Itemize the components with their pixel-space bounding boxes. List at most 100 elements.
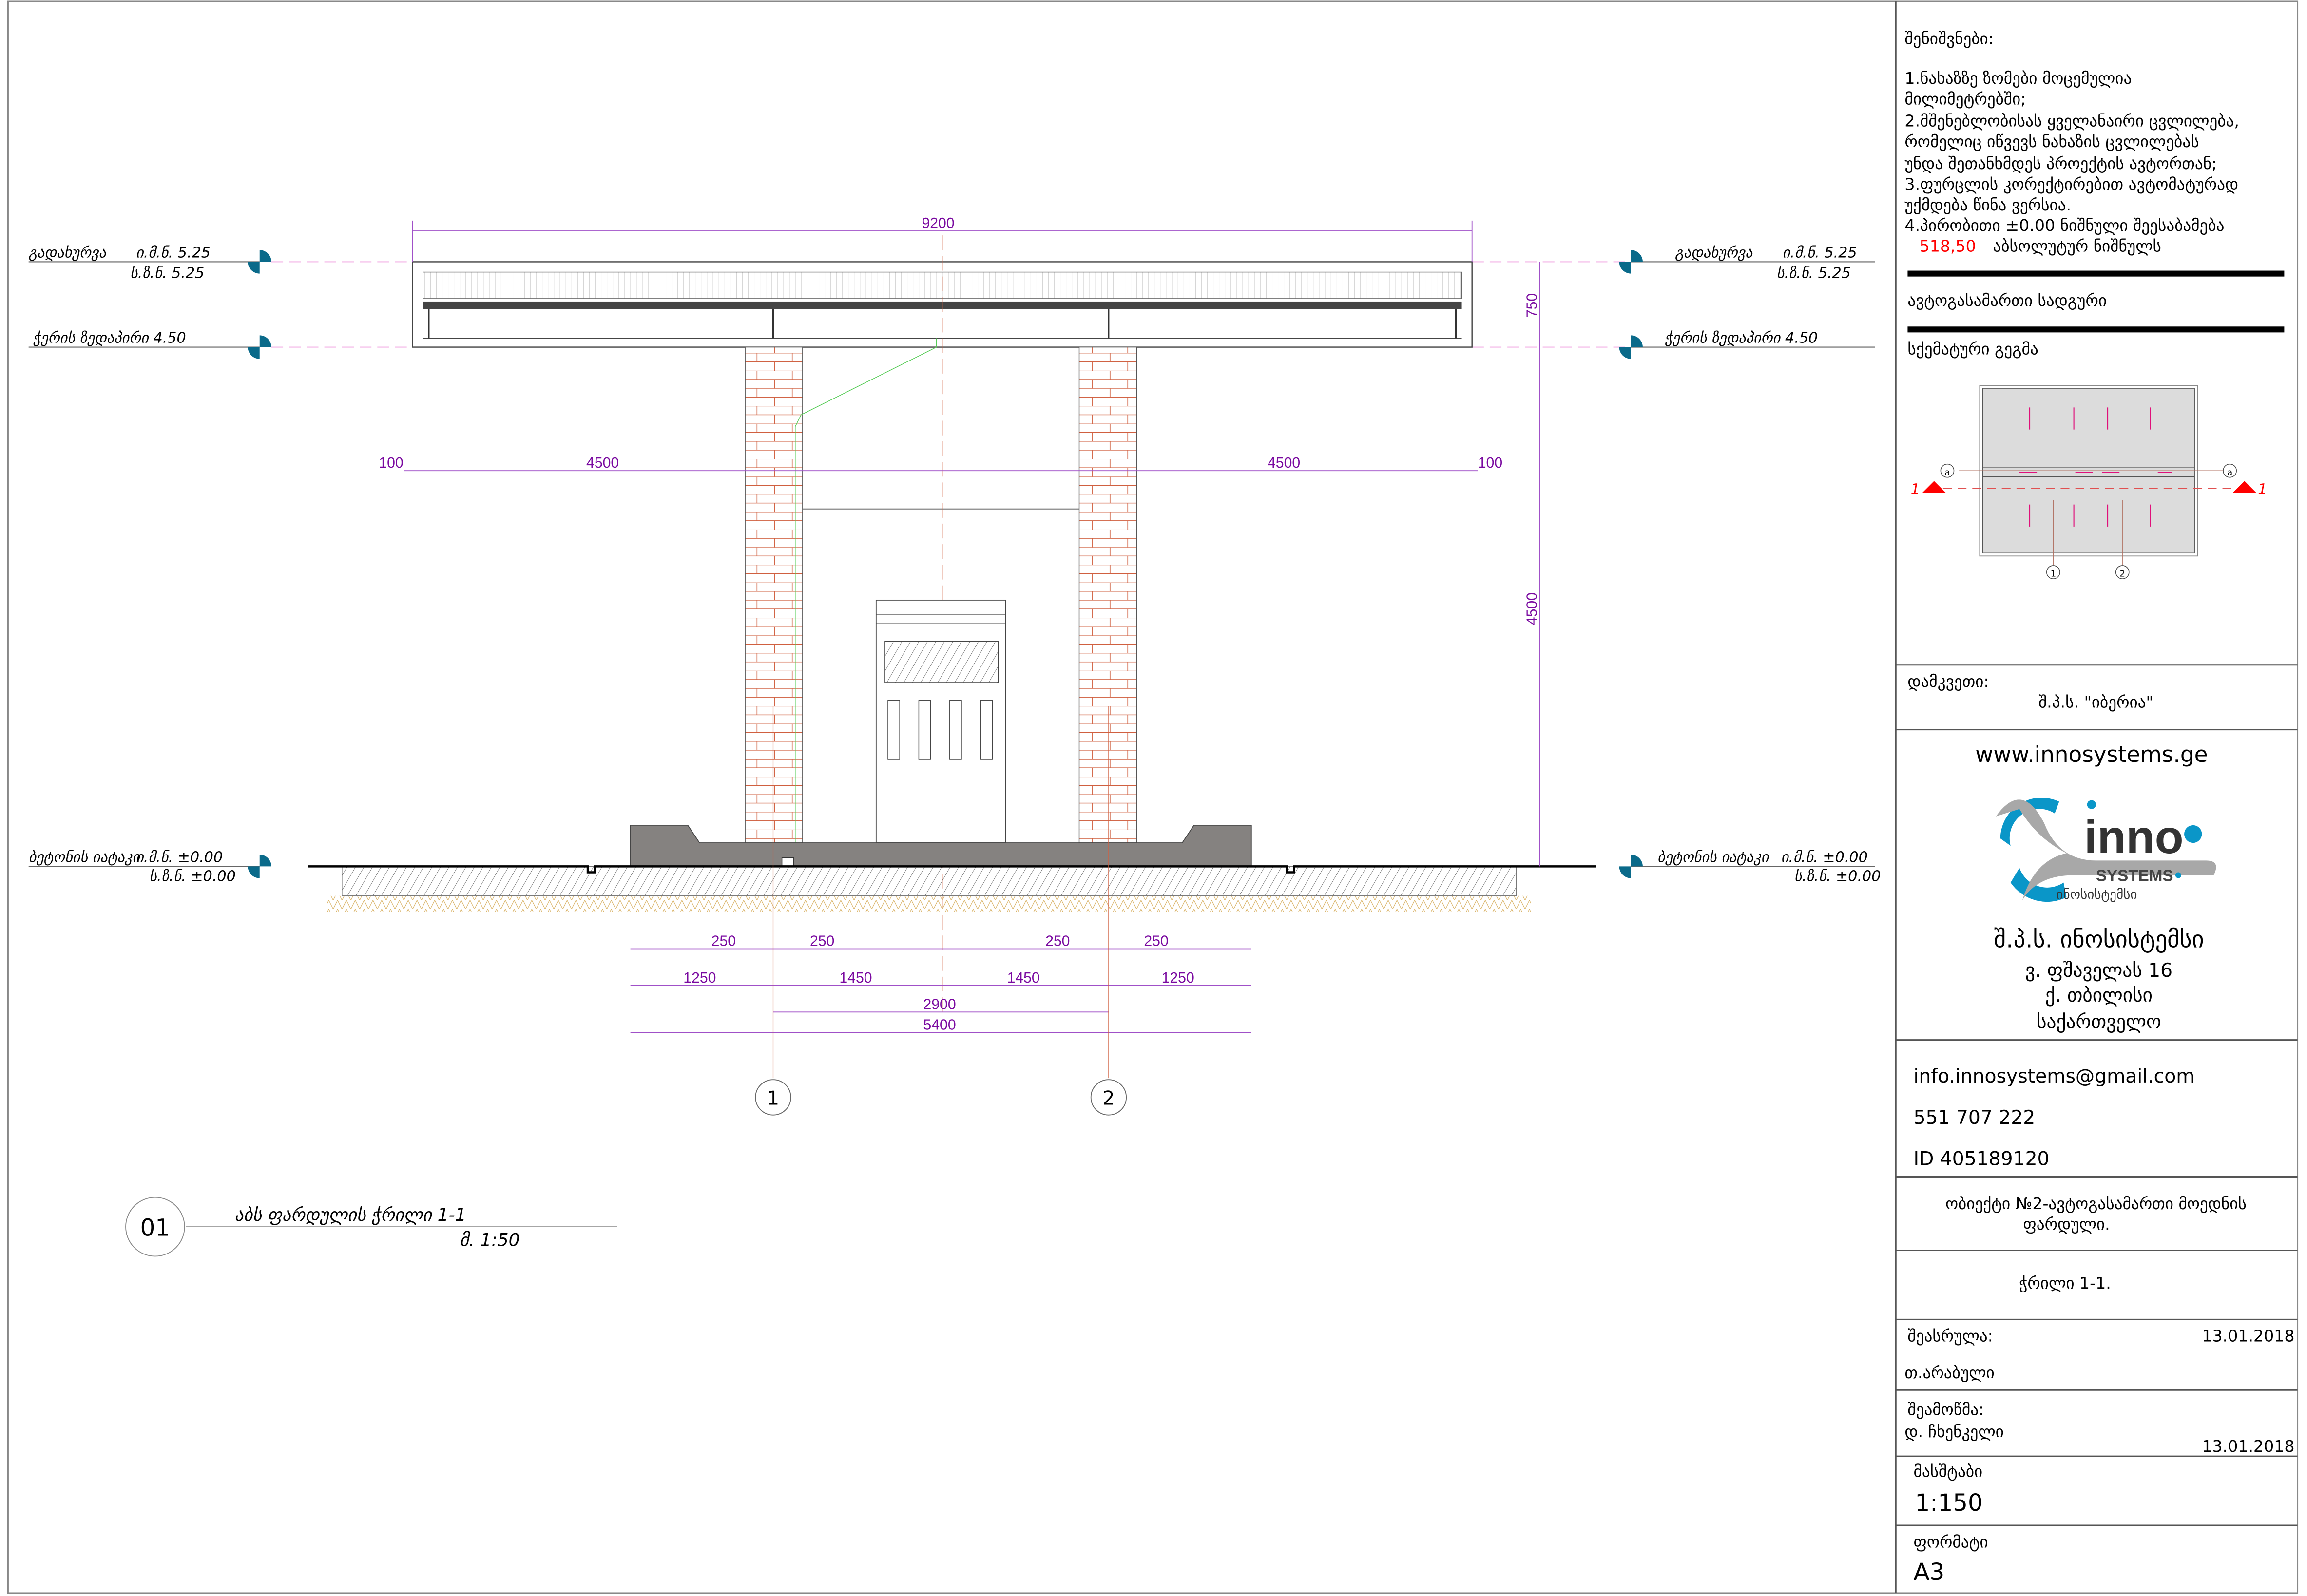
fuel-dispenser [875, 599, 1006, 843]
level-ceiling: ჭერის ზედაპირი 4.50 [33, 330, 186, 347]
object-line-1: ობიექტი №2-ავტოგასამართი მოედნის [1945, 1194, 2247, 1213]
section-arrow-right-icon [2232, 481, 2257, 493]
executed-name: თ.არაბული [1904, 1363, 1994, 1382]
drawing-number-bubble [125, 1197, 185, 1257]
company-street: ვ. ფშაველას 16 [2025, 960, 2172, 982]
company-city: ქ. თბილისი [2045, 985, 2153, 1007]
grid-axis-lines [772, 706, 1109, 1079]
checked-date: 13.01.2018 [2202, 1437, 2294, 1456]
level-floor-rel-right: ს.ზ.ნ. ±0.00 [1794, 868, 1881, 885]
company-email[interactable]: info.innosystems@gmail.com [1913, 1065, 2194, 1087]
dim-span-left: 4500 [586, 455, 619, 471]
dim-roof-depth: 750 [1524, 293, 1540, 318]
dim-mid-left: 1450 [839, 970, 872, 986]
sheet-border [7, 0, 2299, 1594]
note-abs-value: 518,50 [1920, 236, 1976, 255]
dim-edge-left: 100 [379, 455, 403, 471]
soil-layer [327, 895, 1531, 912]
project-name: ავტოგასამართი სადგური [1907, 291, 2107, 310]
sheet-title: ჭრილი 1-1. [2019, 1273, 2111, 1292]
format-label: ფორმატი [1913, 1532, 1988, 1551]
object-line-2: ფარდული. [2023, 1215, 2110, 1234]
notes-section: შენიშვნები: 1.ნახაზზე ზომები მოცემულია მ… [1904, 29, 2239, 256]
company-id: ID 405189120 [1913, 1148, 2049, 1170]
drawing-number: 01 [140, 1214, 170, 1241]
axis-label-2: 2 [1102, 1088, 1115, 1110]
key-axis-a-left: a [1944, 467, 1950, 477]
note-line: 3.ფურცლის კორექტირებით ავტომატურად [1904, 174, 2238, 193]
level-roof-abs-right: ი.მ.ნ. 5.25 [1783, 244, 1857, 261]
key-plan: a a 1 1 1 2 [1910, 385, 2267, 579]
dim-col-d: 250 [1144, 933, 1168, 949]
level-floor-name: ბეტონის იატაკი [29, 849, 141, 866]
level-floor-rel: ს.ზ.ნ. ±0.00 [149, 868, 236, 885]
note-line: უნდა შეთანხმდეს პროექტის ავტორთან; [1904, 154, 2217, 173]
format-value: A3 [1913, 1558, 1944, 1586]
drawing-title-name: აბს ფარდულის ჭრილი 1-1 [234, 1204, 466, 1225]
note-line: 2.მშენებლობისას ყველანაირი ცვლილება, [1904, 112, 2239, 131]
level-ceiling-right: ჭერის ზედაპირი 4.50 [1664, 330, 1818, 347]
level-roof-rel: ს.ზ.ნ. 5.25 [130, 265, 204, 282]
level-roof-abs: ი.მ.ნ. 5.25 [136, 244, 211, 261]
note-line: 4.პირობითი ±0.00 ნიშნული შეესაბამება [1904, 216, 2224, 235]
dim-col-a: 250 [711, 933, 736, 949]
drain-outlet [781, 857, 794, 867]
executed-date: 13.01.2018 [2202, 1327, 2294, 1346]
thick-divider [1907, 270, 2285, 277]
level-leader-lines [28, 261, 1875, 867]
executed-label: შეასრულა: [1907, 1327, 1993, 1346]
axis-label-1: 1 [767, 1088, 779, 1110]
logo-word: inno [2084, 811, 2184, 863]
scale-label: მასშტაბი [1913, 1462, 1982, 1481]
logo-sub: SYSTEMS [2096, 867, 2173, 885]
note-line: მილიმეტრებში; [1904, 89, 2026, 108]
checked-label: შეამოწმა: [1907, 1400, 1984, 1419]
dimension-lines [404, 220, 1540, 1033]
notes-heading: შენიშვნები: [1904, 29, 1994, 48]
level-floor-abs: ი.მ.ნ. ±0.00 [136, 849, 223, 866]
note-line: 1.ნახაზზე ზომები მოცემულია [1904, 69, 2132, 88]
dim-base-left: 1250 [683, 970, 716, 986]
level-floor-abs-right: ი.მ.ნ. ±0.00 [1781, 849, 1868, 866]
dim-base-total: 5400 [923, 1017, 956, 1033]
ground-line [308, 865, 1596, 874]
key-axis-a-right: a [2227, 467, 2232, 477]
key-axis-1: 1 [2051, 569, 2057, 579]
drain-pipe [795, 338, 937, 843]
level-roof-rel-right: ს.ზ.ნ. 5.25 [1777, 265, 1851, 282]
level-floor-name-right: ბეტონის იატაკი [1657, 849, 1770, 866]
company-name: შ.პ.ს. ინოსისტემსი [1994, 926, 2204, 953]
level-roof-name: გადახურვა [29, 244, 107, 261]
company-website[interactable]: www.innosystems.ge [1975, 741, 2208, 767]
level-marker-icons [248, 250, 1643, 878]
dim-mid-right: 1450 [1007, 970, 1040, 986]
dim-span-right: 4500 [1268, 455, 1300, 471]
section-mark-right: 1 [2258, 481, 2267, 498]
note-line: რომელიც იწვევს ნახაზის ცვლილებას [1904, 132, 2199, 151]
dim-col-b: 250 [810, 933, 834, 949]
scale-value: 1:150 [1915, 1489, 1983, 1517]
axis-bubble-1 [755, 1079, 791, 1116]
section-arrow-left-icon [1922, 481, 1946, 493]
dim-base-right: 1250 [1162, 970, 1194, 986]
dim-height: 4500 [1524, 592, 1540, 625]
thick-divider [1907, 326, 2285, 333]
level-roof-name-right: გადახურვა [1675, 244, 1753, 261]
logo-geo: ინოსისტემსი [2056, 887, 2137, 902]
dim-edge-right: 100 [1478, 455, 1502, 471]
key-axis-2: 2 [2119, 569, 2125, 579]
company-country: საქართველო [2037, 1011, 2161, 1033]
client-label: დამკვეთი: [1907, 672, 1989, 691]
note-abs-text: აბსოლუტურ ნიშნულს [1993, 236, 2161, 255]
drawing-title-scale: მ. 1:50 [460, 1229, 519, 1250]
brick-column-right [1078, 346, 1137, 843]
dim-col-c: 250 [1045, 933, 1070, 949]
dim-axis-span: 2900 [923, 996, 956, 1012]
dim-overall: 9200 [922, 215, 954, 231]
key-plan-title: სქემატური გეგმა [1907, 340, 2038, 359]
checked-name: დ. ჩხენკელი [1904, 1422, 2004, 1441]
brick-column-left [745, 346, 803, 843]
company-logo: inno SYSTEMS ინოსისტემსი [1996, 798, 2216, 902]
concrete-slab [342, 866, 1517, 896]
